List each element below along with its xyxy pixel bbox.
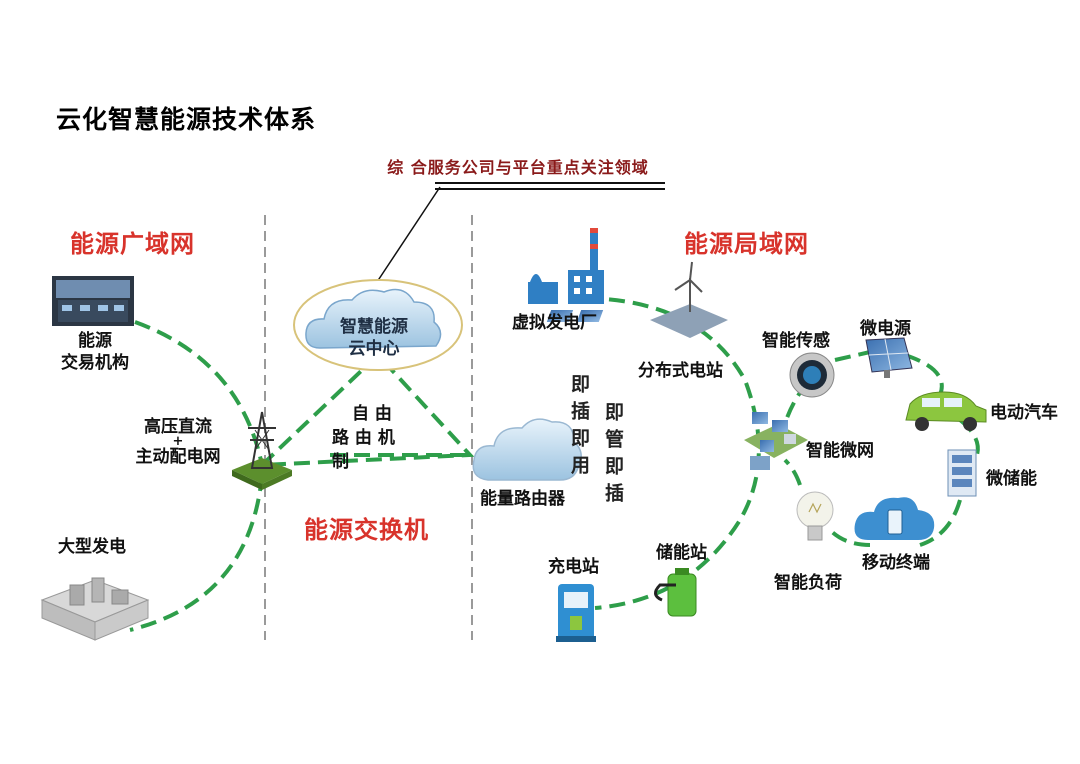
page-title: 云化智慧能源技术体系	[56, 105, 317, 134]
link-storage-mobile	[919, 499, 962, 547]
focus-banner: 综 合服务公司与平台重点关注领域	[387, 158, 649, 177]
label-micro-source: 微电源	[860, 319, 911, 339]
link-pylon-largegen	[129, 474, 264, 632]
label-mobile: 移动终端	[862, 553, 930, 573]
label-ev: 电动汽车	[990, 403, 1058, 423]
label-free-routing: 自 由 路 由 机 制	[332, 404, 395, 472]
label-charging: 充电站	[548, 557, 599, 577]
label-plug-play: 即插即用	[568, 374, 590, 482]
charging-station-icon	[556, 584, 596, 642]
label-cloud-center: 智慧能源云中心	[340, 317, 408, 359]
label-plug-manage: 即管即插	[602, 402, 624, 510]
mobile-cloud-icon	[854, 497, 935, 540]
label-smart-sensor: 智能传感	[762, 331, 830, 351]
label-distributed: 分布式电站	[638, 361, 723, 381]
label-storage: 储能站	[656, 543, 707, 563]
label-microgrid: 智能微网	[806, 441, 874, 461]
wind-solar-station-icon	[546, 261, 728, 338]
link-sensor-source	[834, 350, 871, 362]
label-hvdc: 高压直流 + 主动配电网	[135, 417, 221, 467]
light-bulb-icon	[796, 491, 834, 541]
battery-icon	[654, 568, 697, 617]
section-switch: 能源交换机	[304, 516, 429, 544]
link-mobile-load	[828, 528, 871, 547]
ev-car-icon	[905, 391, 987, 431]
microgrid-cluster-icon	[744, 412, 808, 470]
banner-pointer	[374, 186, 441, 286]
label-micro-storage: 微储能	[986, 469, 1037, 489]
thermostat-icon	[789, 352, 835, 398]
power-plant-icon	[40, 577, 150, 641]
router-cloud-icon	[472, 418, 582, 481]
trading-room-icon	[52, 276, 134, 326]
label-smart-load: 智能负荷	[774, 573, 842, 593]
storage-rack-icon	[947, 449, 977, 497]
label-virtual-plant: 虚拟发电厂	[512, 313, 597, 333]
section-wan: 能源广域网	[70, 230, 195, 258]
pylon-icon	[232, 411, 292, 490]
section-lan: 能源局域网	[684, 230, 809, 258]
label-trading: 能源交易机构	[61, 331, 129, 373]
label-router: 能量路由器	[480, 489, 565, 509]
link-source-ev	[904, 353, 944, 396]
cloud-center	[293, 279, 463, 371]
factory-icon	[528, 228, 604, 304]
link-triangle	[256, 352, 475, 468]
link-load-microgrid	[783, 458, 802, 486]
solar-panel-icon	[865, 337, 913, 378]
label-large-gen: 大型发电	[58, 537, 126, 557]
